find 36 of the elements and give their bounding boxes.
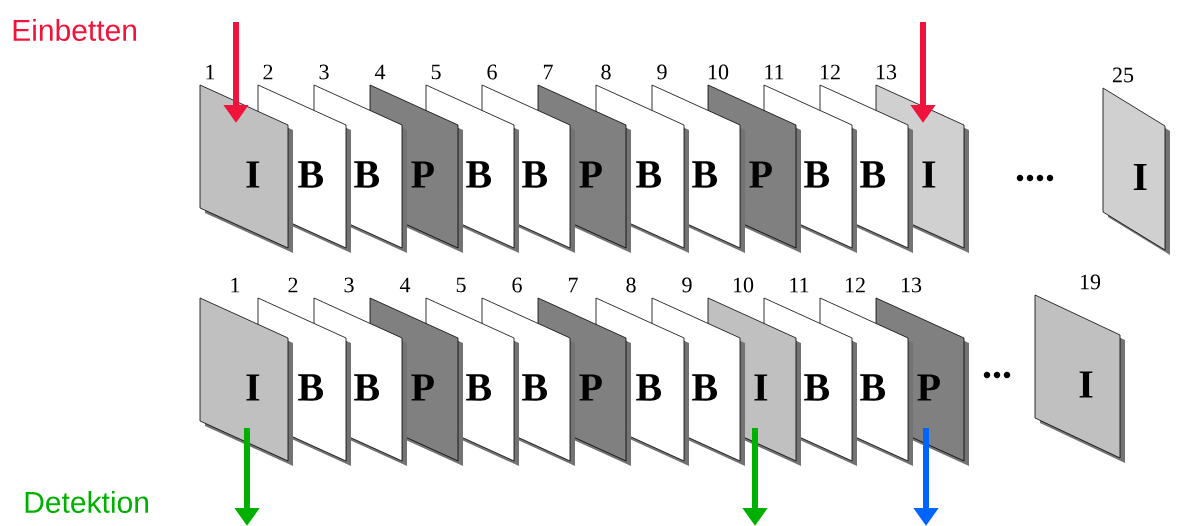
frame: I xyxy=(199,84,293,253)
frame-number: 6 xyxy=(487,64,497,80)
frame-number: 11 xyxy=(790,277,809,293)
frame-number: 11 xyxy=(765,64,784,80)
frame-number: 10 xyxy=(708,64,729,80)
frame-number: 12 xyxy=(820,64,840,80)
frame-number: 25 xyxy=(1113,67,1134,83)
frame-number: 2 xyxy=(263,64,273,80)
frame-number: 13 xyxy=(901,277,922,293)
section-label: Detektion xyxy=(25,491,148,513)
ellipsis-dots: .... xyxy=(1016,174,1054,182)
frame-number: 12 xyxy=(845,277,865,293)
frame-number: 19 xyxy=(1080,274,1101,290)
frame-number: 9 xyxy=(657,64,667,80)
frame-number: 6 xyxy=(512,277,522,293)
frame: I xyxy=(1102,87,1170,255)
frame-number: 1 xyxy=(206,64,215,80)
ellipsis-dots: ... xyxy=(983,371,1011,379)
frame-number: 5 xyxy=(431,64,441,80)
frame-number: 5 xyxy=(456,277,466,293)
frame-number: 7 xyxy=(543,64,553,80)
frame-number: 4 xyxy=(399,277,411,293)
frame-number: 2 xyxy=(288,277,298,293)
frame-number: 1 xyxy=(231,277,240,293)
frame-number: 4 xyxy=(374,64,386,80)
frame-number: 3 xyxy=(319,64,329,80)
frame-number: 8 xyxy=(626,277,636,293)
frame-number: 9 xyxy=(682,277,692,293)
frame-number: 8 xyxy=(601,64,611,80)
frame-number: 13 xyxy=(876,64,897,80)
frame: I xyxy=(199,297,293,466)
frame-number: 10 xyxy=(733,277,754,293)
frame-number: 3 xyxy=(344,277,354,293)
section-label: Einbetten xyxy=(13,19,136,41)
frame: I xyxy=(1034,294,1125,463)
frame-number: 7 xyxy=(568,277,578,293)
